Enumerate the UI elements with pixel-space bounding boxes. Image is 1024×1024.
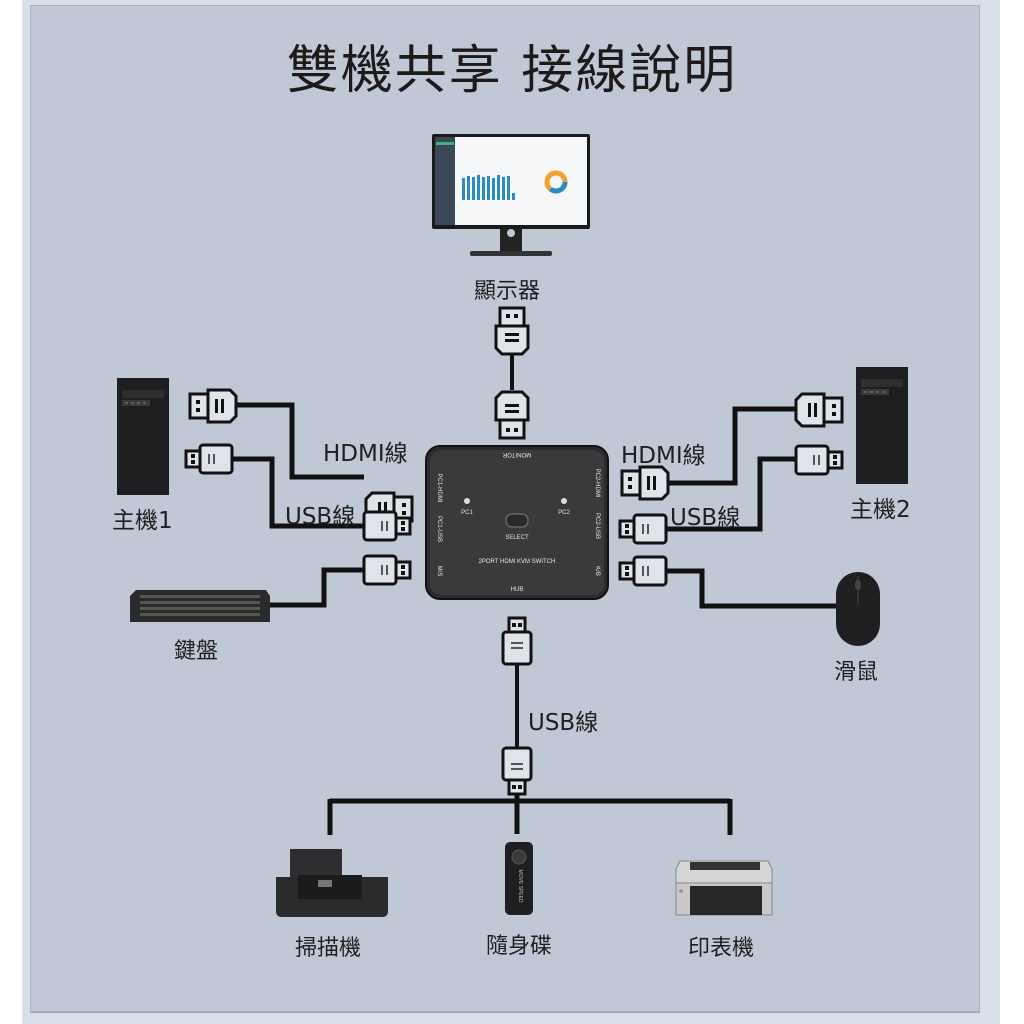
label-host2: 主機2 <box>850 497 911 523</box>
hdmi-plug-icon <box>620 465 670 501</box>
label-monitor: 顯示器 <box>474 279 541 304</box>
printer-icon <box>675 860 773 916</box>
hub-branch-lines <box>327 794 733 835</box>
usb-plug-icon <box>501 616 533 666</box>
label-host1: 主機1 <box>112 508 173 534</box>
hdmi-plug-icon <box>794 392 844 428</box>
usb-plug-icon <box>618 513 668 545</box>
kvm-label-pc2-usb: PC2-USB <box>594 513 600 539</box>
mouse-icon <box>836 572 880 646</box>
usb-drive-icon: MOVE SPEED <box>505 842 533 915</box>
label-keyboard: 鍵盤 <box>174 639 219 664</box>
left-usb-cable <box>232 456 366 529</box>
right-hdmi-cable <box>668 406 800 486</box>
host2-tower-icon <box>856 367 908 484</box>
label-mouse: 滑鼠 <box>834 660 879 685</box>
keyboard-icon <box>130 590 270 622</box>
label-printer: 印表機 <box>688 936 755 961</box>
page-title: 雙機共享 接線說明 <box>286 41 738 101</box>
keyboard-cable <box>268 567 366 608</box>
monitor-icon <box>432 134 590 256</box>
kvm-label-pc1-hdmi: PC1-HDMI <box>436 473 442 502</box>
kvm-model-label: 2PORT HDMI KVM SWITCH <box>479 559 556 565</box>
label-right-hdmi-cable: HDMI線 <box>621 443 706 469</box>
label-left-usb-cable: USB線 <box>285 504 356 530</box>
label-hub-usb-cable: USB線 <box>528 710 599 736</box>
usb-drive-brand: MOVE SPEED <box>517 869 523 902</box>
usb-plug-icon <box>501 746 533 796</box>
monitor-hdmi-cable <box>494 306 530 440</box>
label-usb-drive: 隨身碟 <box>486 934 553 959</box>
usb-plug-icon <box>794 444 844 476</box>
host1-tower-icon <box>117 378 169 495</box>
kvm-switch <box>425 445 609 600</box>
left-hdmi-cable <box>236 402 364 480</box>
kvm-label-hub: HUB <box>511 587 524 593</box>
usb-plug-icon <box>362 554 412 586</box>
kvm-label-select: SELECT <box>505 535 529 541</box>
kvm-label-kb: K/B <box>594 566 600 576</box>
kvm-label-led-pc1: PC1 <box>461 510 473 516</box>
right-usb-cable <box>664 456 800 532</box>
usb-plug-icon <box>184 443 234 475</box>
label-right-usb-cable: USB線 <box>670 505 741 531</box>
kvm-label-pc2-hdmi: PC2-HDMI <box>594 468 600 497</box>
kvm-label-pc1-usb: PC1-USB <box>436 516 442 542</box>
kvm-label-monitor: MONITOR <box>502 451 531 457</box>
label-left-hdmi-cable: HDMI線 <box>323 441 408 467</box>
mouse-cable <box>664 568 838 609</box>
kvm-select-button[interactable] <box>506 514 528 527</box>
kvm-label-ms: M/S <box>436 566 442 577</box>
kvm-label-led-pc2: PC2 <box>558 510 570 516</box>
label-scanner: 掃描機 <box>295 936 362 961</box>
hdmi-plug-icon <box>188 388 238 424</box>
scanner-icon <box>276 849 388 917</box>
usb-plug-icon <box>618 555 668 587</box>
